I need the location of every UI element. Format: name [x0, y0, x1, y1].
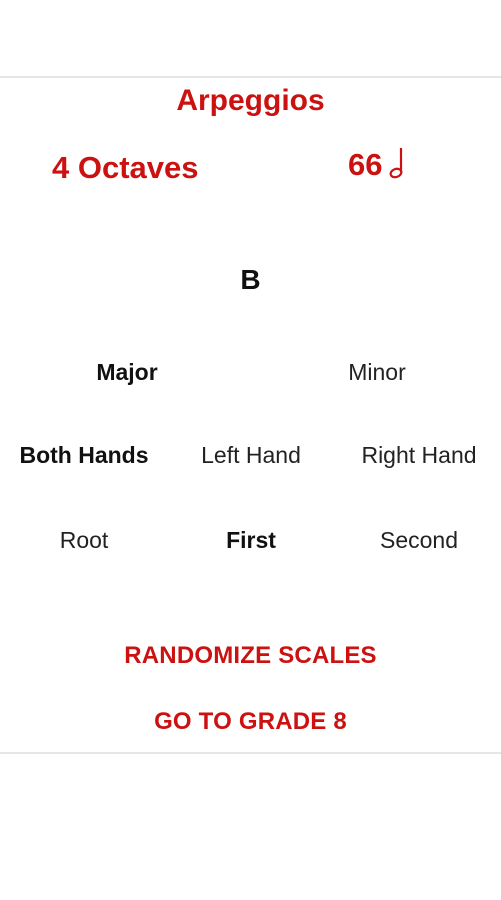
octaves-label[interactable]: 4 Octaves — [52, 150, 199, 185]
tempo-value: 66 — [348, 147, 383, 183]
key-name: B — [240, 264, 261, 295]
inversion-option-second[interactable]: Second — [379, 527, 459, 553]
inversion-option-first[interactable]: First — [226, 527, 276, 553]
inversion-option-root[interactable]: Root — [59, 527, 109, 553]
randomize-scales-button[interactable]: RANDOMIZE SCALES — [124, 642, 377, 669]
quality-selector: Major Minor — [0, 352, 501, 392]
hands-option-left[interactable]: Left Hand — [201, 442, 301, 468]
go-to-grade-button[interactable]: GO TO GRADE 8 — [154, 708, 347, 735]
hands-option-right[interactable]: Right Hand — [361, 442, 477, 468]
scale-card: Arpeggios 4 Octaves 66 B Major Minor Bot… — [0, 76, 501, 754]
hands-selector: Both Hands Left Hand Right Hand — [0, 435, 501, 475]
quality-option-major[interactable]: Major — [96, 359, 158, 385]
quality-option-minor[interactable]: Minor — [348, 359, 406, 385]
tempo-display[interactable]: 66 — [348, 146, 404, 188]
inversion-selector: Root First Second — [0, 520, 501, 560]
hands-option-both[interactable]: Both Hands — [19, 442, 149, 468]
half-note-icon — [388, 146, 404, 188]
page-title: Arpeggios — [176, 84, 325, 117]
